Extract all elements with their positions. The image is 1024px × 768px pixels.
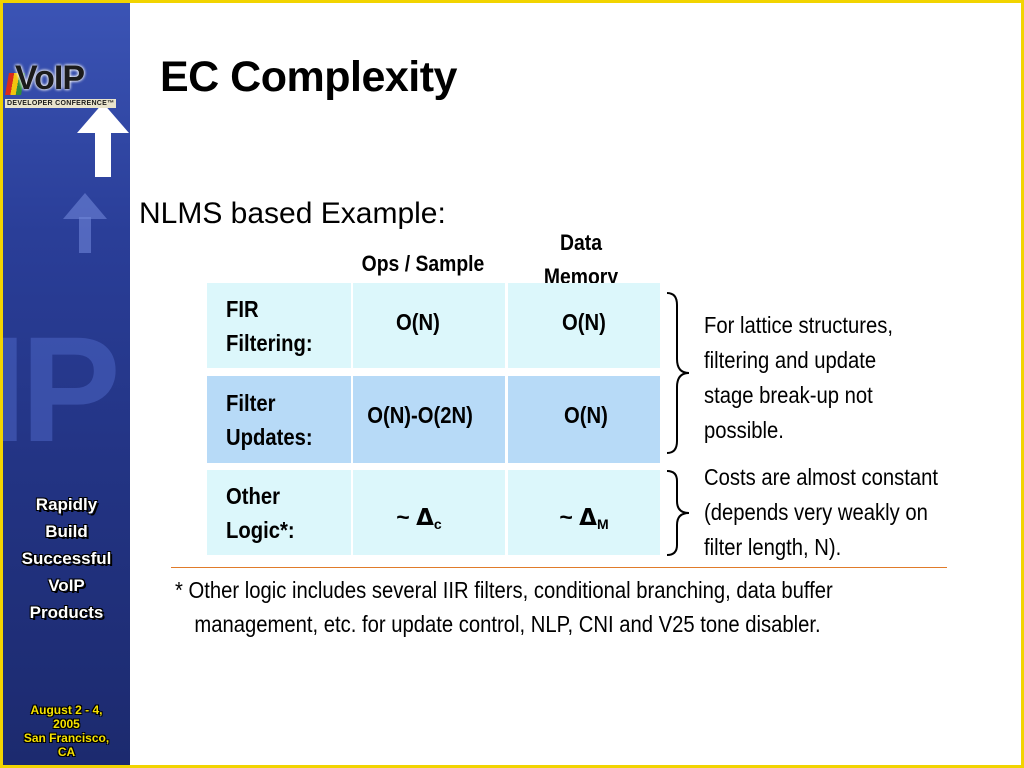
note-line: (depends very weakly on [704, 499, 928, 525]
tagline-line: Products [29, 603, 104, 622]
approx-sign: ~ [559, 503, 580, 530]
cell-fir-memory: O(N) [508, 283, 660, 368]
note-line: For lattice structures, [704, 312, 893, 338]
footnote-line: * Other logic includes several IIR filte… [175, 577, 833, 603]
divider-line [171, 567, 947, 568]
footnote: * Other logic includes several IIR filte… [175, 573, 975, 641]
slide-subtitle: NLMS based Example: [139, 197, 446, 230]
header-memory-line1: Data [560, 230, 602, 255]
tagline-line: Successful [21, 549, 112, 568]
up-arrow-icon [77, 103, 129, 133]
cell-other-ops: ~ Δc [353, 470, 505, 555]
note-line: filter length, N). [704, 534, 842, 560]
delta-symbol: Δ [579, 504, 597, 531]
cell-fir-ops: O(N) [353, 283, 505, 368]
ghost-arrow-shaft [79, 217, 91, 253]
cell-value: O(N)-O(2N) [367, 402, 473, 428]
note-line: filtering and update [704, 347, 877, 373]
cell-updates-memory: O(N) [508, 376, 660, 463]
footnote-line: management, etc. for update control, NLP… [194, 611, 821, 637]
logo-subtitle: DEVELOPER CONFERENCE™ [5, 99, 117, 108]
tagline-line: Build [45, 522, 88, 541]
cell-other-memory: ~ ΔM [508, 470, 660, 555]
tagline-line: Rapidly [35, 495, 98, 514]
note-costs: Costs are almost constant (depends very … [704, 460, 970, 565]
curly-brace-icon [666, 292, 690, 454]
note-line: possible. [704, 417, 784, 443]
row-label-line: Filtering: [226, 329, 313, 356]
row-label-fir-filtering: FIR Filtering: [207, 283, 351, 368]
cell-value: ~ ΔM [559, 504, 608, 532]
sidebar-watermark: IP [3, 305, 121, 473]
note-line: stage break-up not [704, 382, 873, 408]
logo-text: VoIP [15, 59, 85, 97]
cell-value: ~ Δc [396, 504, 441, 532]
event-date-location: August 2 - 4, 2005 San Francisco, CA [3, 703, 130, 759]
row-label-line: Other [226, 482, 280, 509]
approx-sign: ~ [396, 503, 417, 530]
row-label-filter-updates: Filter Updates: [207, 376, 351, 463]
tagline-line: VoIP [48, 576, 85, 595]
note-lattice: For lattice structures, filtering and up… [704, 308, 919, 448]
cell-value: O(N) [396, 309, 440, 335]
subscript-m: M [596, 515, 609, 532]
sidebar: IP VoIP DEVELOPER CONFERENCE™ Rapidly Bu… [3, 3, 130, 765]
header-ops-per-sample: Ops / Sample [361, 251, 485, 276]
delta-symbol: Δ [416, 504, 434, 531]
date-line: San Francisco, [23, 731, 110, 745]
cell-value: O(N) [562, 309, 606, 335]
ghost-arrow-icon [63, 193, 107, 219]
up-arrow-shaft [95, 131, 111, 177]
date-line: August 2 - 4, [30, 703, 103, 717]
slide-title: EC Complexity [160, 53, 457, 101]
note-line: Costs are almost constant [704, 464, 938, 490]
date-line: 2005 [53, 717, 80, 731]
sidebar-tagline: Rapidly Build Successful VoIP Products [3, 491, 130, 626]
row-label-line: Filter [226, 389, 276, 416]
conference-logo: VoIP DEVELOPER CONFERENCE™ [3, 59, 130, 117]
curly-brace-icon [666, 470, 690, 556]
row-label-line: Logic*: [226, 516, 295, 543]
row-label-line: Updates: [226, 423, 313, 450]
cell-updates-ops: O(N)-O(2N) [353, 376, 505, 463]
row-label-line: FIR [226, 295, 259, 322]
date-line: CA [57, 745, 76, 759]
subscript-c: c [433, 515, 442, 532]
row-label-other-logic: Other Logic*: [207, 470, 351, 555]
cell-value: O(N) [564, 402, 608, 428]
